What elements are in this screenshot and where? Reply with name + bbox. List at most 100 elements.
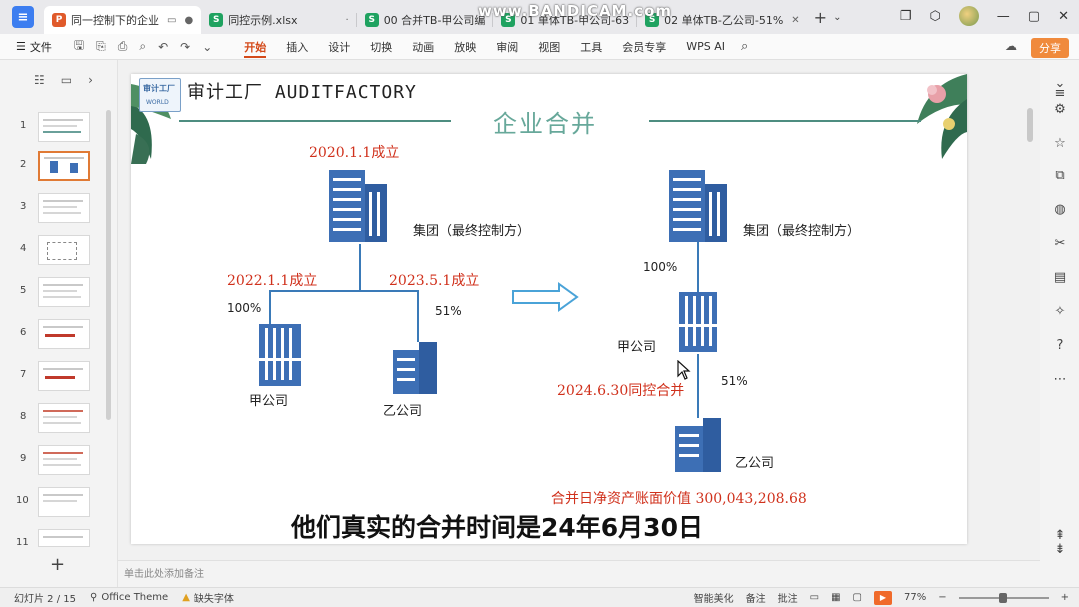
- chevron-right-icon[interactable]: ›: [88, 73, 93, 87]
- ribbon: ☰ 文件 🖫 ⎘ ⎙ ⌕ ↶ ↷ ⌄ 开始 插入 设计 切换 动画 放映 审阅 …: [0, 34, 1079, 60]
- play-slideshow-icon[interactable]: ▶: [873, 590, 892, 605]
- warning-icon: ▲: [182, 592, 190, 603]
- print-icon[interactable]: ⎙: [117, 39, 128, 53]
- building-icon: [393, 342, 437, 394]
- file-menu-button[interactable]: ☰ 文件: [16, 39, 52, 55]
- zoom-in-icon[interactable]: +: [1060, 592, 1069, 603]
- tab-transition[interactable]: 切换: [370, 40, 393, 54]
- normal-view-icon[interactable]: ▭: [809, 592, 820, 603]
- tab-document-5[interactable]: S 02 单体TB-乙公司-51% ✕: [637, 6, 808, 34]
- slide-thumbnail[interactable]: 10: [0, 487, 112, 517]
- tab-home[interactable]: 开始: [234, 34, 276, 60]
- close-window-icon[interactable]: ✕: [1058, 8, 1069, 24]
- book-icon[interactable]: ▤: [1053, 269, 1067, 285]
- export-icon[interactable]: ⎘: [96, 39, 106, 53]
- page-down-icon[interactable]: ⇟: [1054, 541, 1066, 557]
- close-icon[interactable]: ·: [345, 14, 349, 26]
- cloud-sync-icon[interactable]: ☁: [1005, 39, 1017, 53]
- slide-thumbnail[interactable]: 7: [0, 361, 112, 391]
- smart-beautify-button[interactable]: 智能美化: [693, 594, 734, 605]
- star-icon[interactable]: ☆: [1054, 135, 1066, 151]
- tab-document-2[interactable]: S 同控示例.xlsx ·: [201, 6, 357, 34]
- tab-animation[interactable]: 动画: [412, 40, 435, 54]
- title-rule-right: [649, 120, 921, 122]
- slide-thumbnail[interactable]: 5: [0, 277, 112, 307]
- slide-thumbnail[interactable]: 6: [0, 319, 112, 349]
- tab-view[interactable]: 视图: [538, 40, 561, 54]
- tools-icon[interactable]: ✂: [1054, 235, 1066, 251]
- zoom-slider[interactable]: [958, 592, 1049, 603]
- tab-document-3[interactable]: S 00 合并TB-甲公司编: [357, 6, 494, 34]
- tab-wps-ai[interactable]: WPS AI: [686, 40, 726, 53]
- tab-document-1[interactable]: P 同一控制下的企业 ▭ ●: [44, 6, 202, 34]
- restore-window-icon[interactable]: ❐: [899, 8, 912, 24]
- page-up-icon[interactable]: ⇞: [1054, 527, 1066, 543]
- chevron-down-icon[interactable]: ⌄: [202, 39, 213, 54]
- zoom-level[interactable]: 77%: [903, 592, 927, 603]
- redo-icon[interactable]: ↷: [180, 39, 191, 54]
- tab-insert[interactable]: 插入: [286, 40, 309, 54]
- minimize-icon[interactable]: —: [996, 8, 1010, 24]
- slide-thumbnail[interactable]: 11: [0, 529, 112, 548]
- outline-view-icon[interactable]: ☷: [34, 73, 45, 87]
- menu-icon[interactable]: ≡: [1054, 85, 1066, 101]
- undo-icon[interactable]: ↶: [158, 39, 169, 54]
- tab-member[interactable]: 会员专享: [622, 40, 667, 54]
- share-button[interactable]: 分享: [1031, 38, 1069, 58]
- tab-label: 02 单体TB-乙公司-51%: [664, 14, 784, 27]
- tab-label: 同控示例.xlsx: [228, 14, 298, 27]
- save-icon[interactable]: 🖫: [73, 38, 85, 52]
- reading-view-icon[interactable]: ▢: [852, 592, 862, 603]
- connector-line: [697, 242, 699, 294]
- comment-button[interactable]: 批注: [777, 594, 798, 605]
- slide-thumbnail[interactable]: 9: [0, 445, 112, 475]
- avatar[interactable]: [958, 6, 979, 26]
- add-slide-button[interactable]: +: [50, 554, 66, 575]
- maximize-icon[interactable]: ▢: [1027, 8, 1041, 24]
- slide-thumbnail[interactable]: 4: [0, 235, 112, 265]
- zoom-out-icon[interactable]: −: [938, 592, 947, 603]
- yi-company-label: 乙公司: [383, 404, 423, 419]
- video-subtitle: 他们真实的合并时间是24年6月30日: [291, 513, 703, 542]
- slide-view-icon[interactable]: ▭: [60, 73, 73, 87]
- magic-icon[interactable]: ✧: [1054, 303, 1066, 319]
- mouse-cursor-icon: [677, 360, 691, 380]
- new-tab-icon[interactable]: +: [813, 7, 828, 27]
- tab-bar: ≡ P 同一控制下的企业 ▭ ● S 同控示例.xlsx · S 00 合并TB…: [0, 0, 1079, 34]
- more-icon[interactable]: ⋯: [1053, 371, 1067, 387]
- thumbnail-scrollbar[interactable]: [106, 110, 111, 420]
- notes-toggle-button[interactable]: 备注: [745, 594, 766, 605]
- slide-thumbnail[interactable]: 3: [0, 193, 112, 223]
- wps-home-icon[interactable]: ≡: [12, 6, 34, 28]
- sorter-view-icon[interactable]: ▦: [831, 592, 841, 603]
- slide-thumbnail[interactable]: 1: [0, 112, 112, 142]
- canvas-scrollbar[interactable]: [1027, 108, 1033, 142]
- adjust-icon[interactable]: ⚙: [1054, 101, 1066, 117]
- connector-line: [697, 354, 699, 418]
- palette-icon[interactable]: ◍: [1054, 201, 1066, 217]
- missing-font-indicator[interactable]: ▲ 缺失字体: [182, 592, 234, 605]
- tab-design[interactable]: 设计: [328, 40, 351, 54]
- close-icon[interactable]: ✕: [791, 14, 800, 26]
- slide-thumbnail[interactable]: 8: [0, 403, 112, 433]
- status-bar: 幻灯片 2 / 15 ⚲ Office Theme ▲ 缺失字体 智能美化 备注…: [0, 587, 1079, 607]
- chevron-down-icon[interactable]: ⌄: [833, 11, 842, 23]
- slide[interactable]: 审计工厂 WORLD 审计工厂 AUDITFACTORY 企业合并 2020.1…: [131, 74, 967, 544]
- theme-indicator[interactable]: ⚲ Office Theme: [90, 592, 169, 603]
- tab-document-4[interactable]: S 01 单体TB-甲公司-63: [493, 6, 638, 34]
- yi-ownership-percent-merged: 51%: [721, 374, 748, 388]
- tab-tools[interactable]: 工具: [580, 40, 603, 54]
- slide-thumbnail-active[interactable]: 2: [0, 151, 112, 181]
- building-icon: [679, 292, 717, 352]
- chevron-down-icon[interactable]: ⌄: [1054, 75, 1066, 91]
- copy-icon[interactable]: ⧉: [1055, 167, 1065, 183]
- tab-review[interactable]: 审阅: [496, 40, 519, 54]
- notes-area[interactable]: 单击此处添加备注: [118, 560, 1040, 584]
- help-icon[interactable]: ?: [1056, 337, 1064, 353]
- cube-icon[interactable]: ⬡: [929, 8, 941, 24]
- header-title: 审计工厂 AUDITFACTORY: [187, 82, 417, 103]
- tab-slideshow[interactable]: 放映: [454, 40, 477, 54]
- preview-icon[interactable]: ⌕: [139, 39, 147, 53]
- arrow-right-icon: [512, 282, 579, 312]
- search-icon[interactable]: ⌕: [741, 39, 749, 54]
